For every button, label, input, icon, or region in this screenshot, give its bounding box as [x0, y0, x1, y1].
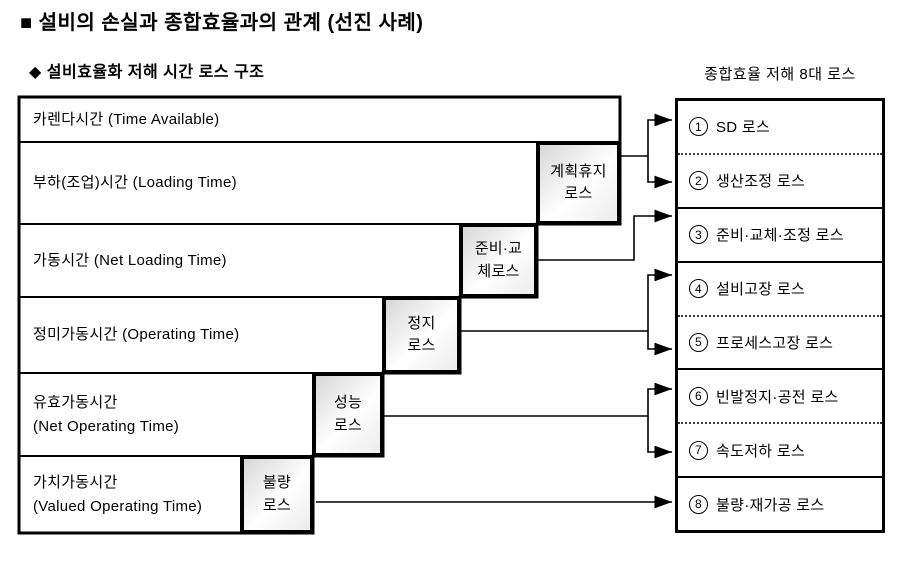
arrow-planned-shutdown-to-production-adjustment [647, 156, 672, 189]
time-bar-calendar: 카렌다시간 (Time Available) [19, 97, 620, 142]
loss-item-label: 프로세스고장 로스 [716, 334, 834, 352]
loss-item-equipment-failure: 4 설비고장 로스 [678, 260, 882, 315]
left-section-heading: ◆ 설비효율화 저해 시간 로스 구조 [29, 64, 265, 81]
loss-number-badge: 6 [689, 386, 708, 406]
loss-item-setup-changeover-adjustment: 3 준비·교체·조정 로스 [678, 206, 882, 261]
time-bar-net-operating-label-line1: 유효가동시간 [33, 394, 118, 412]
loss-box-defect-line2: 로스 [262, 496, 292, 514]
loss-box-performance-line1: 성능 [333, 394, 363, 411]
loss-item-label: 설비고장 로스 [716, 281, 806, 299]
page-title: ■ 설비의 손실과 종합효율과의 관계 (선진 사례) [20, 12, 424, 34]
time-bar-loading-label: 부하(조업)시간 (Loading Time) [33, 174, 237, 192]
loss-box-performance-line2: 로스 [333, 416, 363, 434]
loss-number-badge: 8 [689, 494, 708, 514]
arrow-performance-to-minor-stoppage [383, 382, 672, 417]
time-bar-net-loading: 가동시간 (Net Loading Time) [19, 224, 460, 297]
loss-number-badge: 4 [689, 279, 708, 299]
loss-number-badge: 2 [689, 171, 708, 191]
time-bar-valued-operating-label-line1: 가치가동시간 [33, 474, 118, 492]
loss-item-label: 빈발정지·공전 로스 [716, 388, 839, 406]
loss-box-stoppage-line2: 로스 [407, 337, 436, 354]
loss-box-performance: 성능 로스 [313, 373, 383, 456]
time-bar-valued-operating: 가치가동시간 (Valued Operating Time) [19, 456, 241, 533]
loss-box-defect-line1: 불량 [262, 474, 292, 491]
loss-item-defect-rework: 8 불량·재가공 로스 [678, 476, 882, 530]
loss-box-planned-shutdown-line2: 로스 [564, 185, 593, 202]
loss-item-production-adjustment: 2 생산조정 로스 [678, 152, 882, 207]
loss-box-setup-changeover: 준비·교 체로스 [460, 224, 537, 297]
loss-item-speed-reduction: 7 속도저하 로스 [678, 422, 882, 476]
time-bar-operating-label: 정미가동시간 (Operating Time) [33, 326, 240, 344]
time-bar-loading: 부하(조업)시간 (Loading Time) [19, 142, 537, 224]
loss-item-minor-stoppage-idling: 6 빈발정지·공전 로스 [678, 368, 882, 422]
loss-number-badge: 1 [689, 117, 708, 137]
loss-box-planned-shutdown-line1: 계획휴지 [550, 162, 607, 180]
arrow-planned-shutdown-to-sd-loss [620, 113, 672, 157]
time-bar-net-operating-label-line2: (Net Operating Time) [33, 417, 180, 435]
eight-losses-list: 1 SD 로스 2 생산조정 로스 3 준비·교체·조정 로스 4 설비고장 로… [675, 98, 885, 533]
loss-box-defect: 불량 로스 [241, 456, 313, 533]
loss-box-setup-changeover-line1: 준비·교 [474, 240, 523, 257]
time-bar-valued-operating-label-line2: (Valued Operating Time) [33, 497, 203, 515]
loss-number-badge: 5 [689, 332, 708, 352]
time-bar-net-loading-label: 가동시간 (Net Loading Time) [33, 251, 227, 269]
loss-box-stoppage-line1: 정지 [407, 314, 436, 332]
loss-item-sd: 1 SD 로스 [678, 101, 882, 153]
loss-item-label: 불량·재가공 로스 [716, 496, 825, 514]
loss-box-setup-changeover-line2: 체로스 [477, 262, 520, 280]
loss-number-badge: 7 [689, 440, 708, 460]
arrow-stoppage-to-process-failure [647, 331, 672, 356]
loss-item-label: SD 로스 [716, 119, 771, 137]
loss-box-planned-shutdown: 계획휴지 로스 [537, 142, 620, 224]
loss-item-label: 준비·교체·조정 로스 [716, 227, 844, 245]
loss-item-label: 생산조정 로스 [716, 173, 806, 191]
time-bar-operating: 정미가동시간 (Operating Time) [19, 297, 383, 373]
loss-box-stoppage: 정지 로스 [383, 297, 460, 373]
loss-number-badge: 3 [689, 225, 708, 245]
time-bar-calendar-label: 카렌다시간 (Time Available) [33, 110, 220, 128]
time-bar-net-operating: 유효가동시간 (Net Operating Time) [19, 373, 313, 456]
loss-item-label: 속도저하 로스 [716, 442, 806, 460]
right-section-heading: 종합효율 저해 8대 로스 [704, 66, 856, 83]
loss-item-process-failure: 5 프로세스고장 로스 [678, 314, 882, 369]
arrow-performance-to-speed-reduction [647, 416, 672, 459]
